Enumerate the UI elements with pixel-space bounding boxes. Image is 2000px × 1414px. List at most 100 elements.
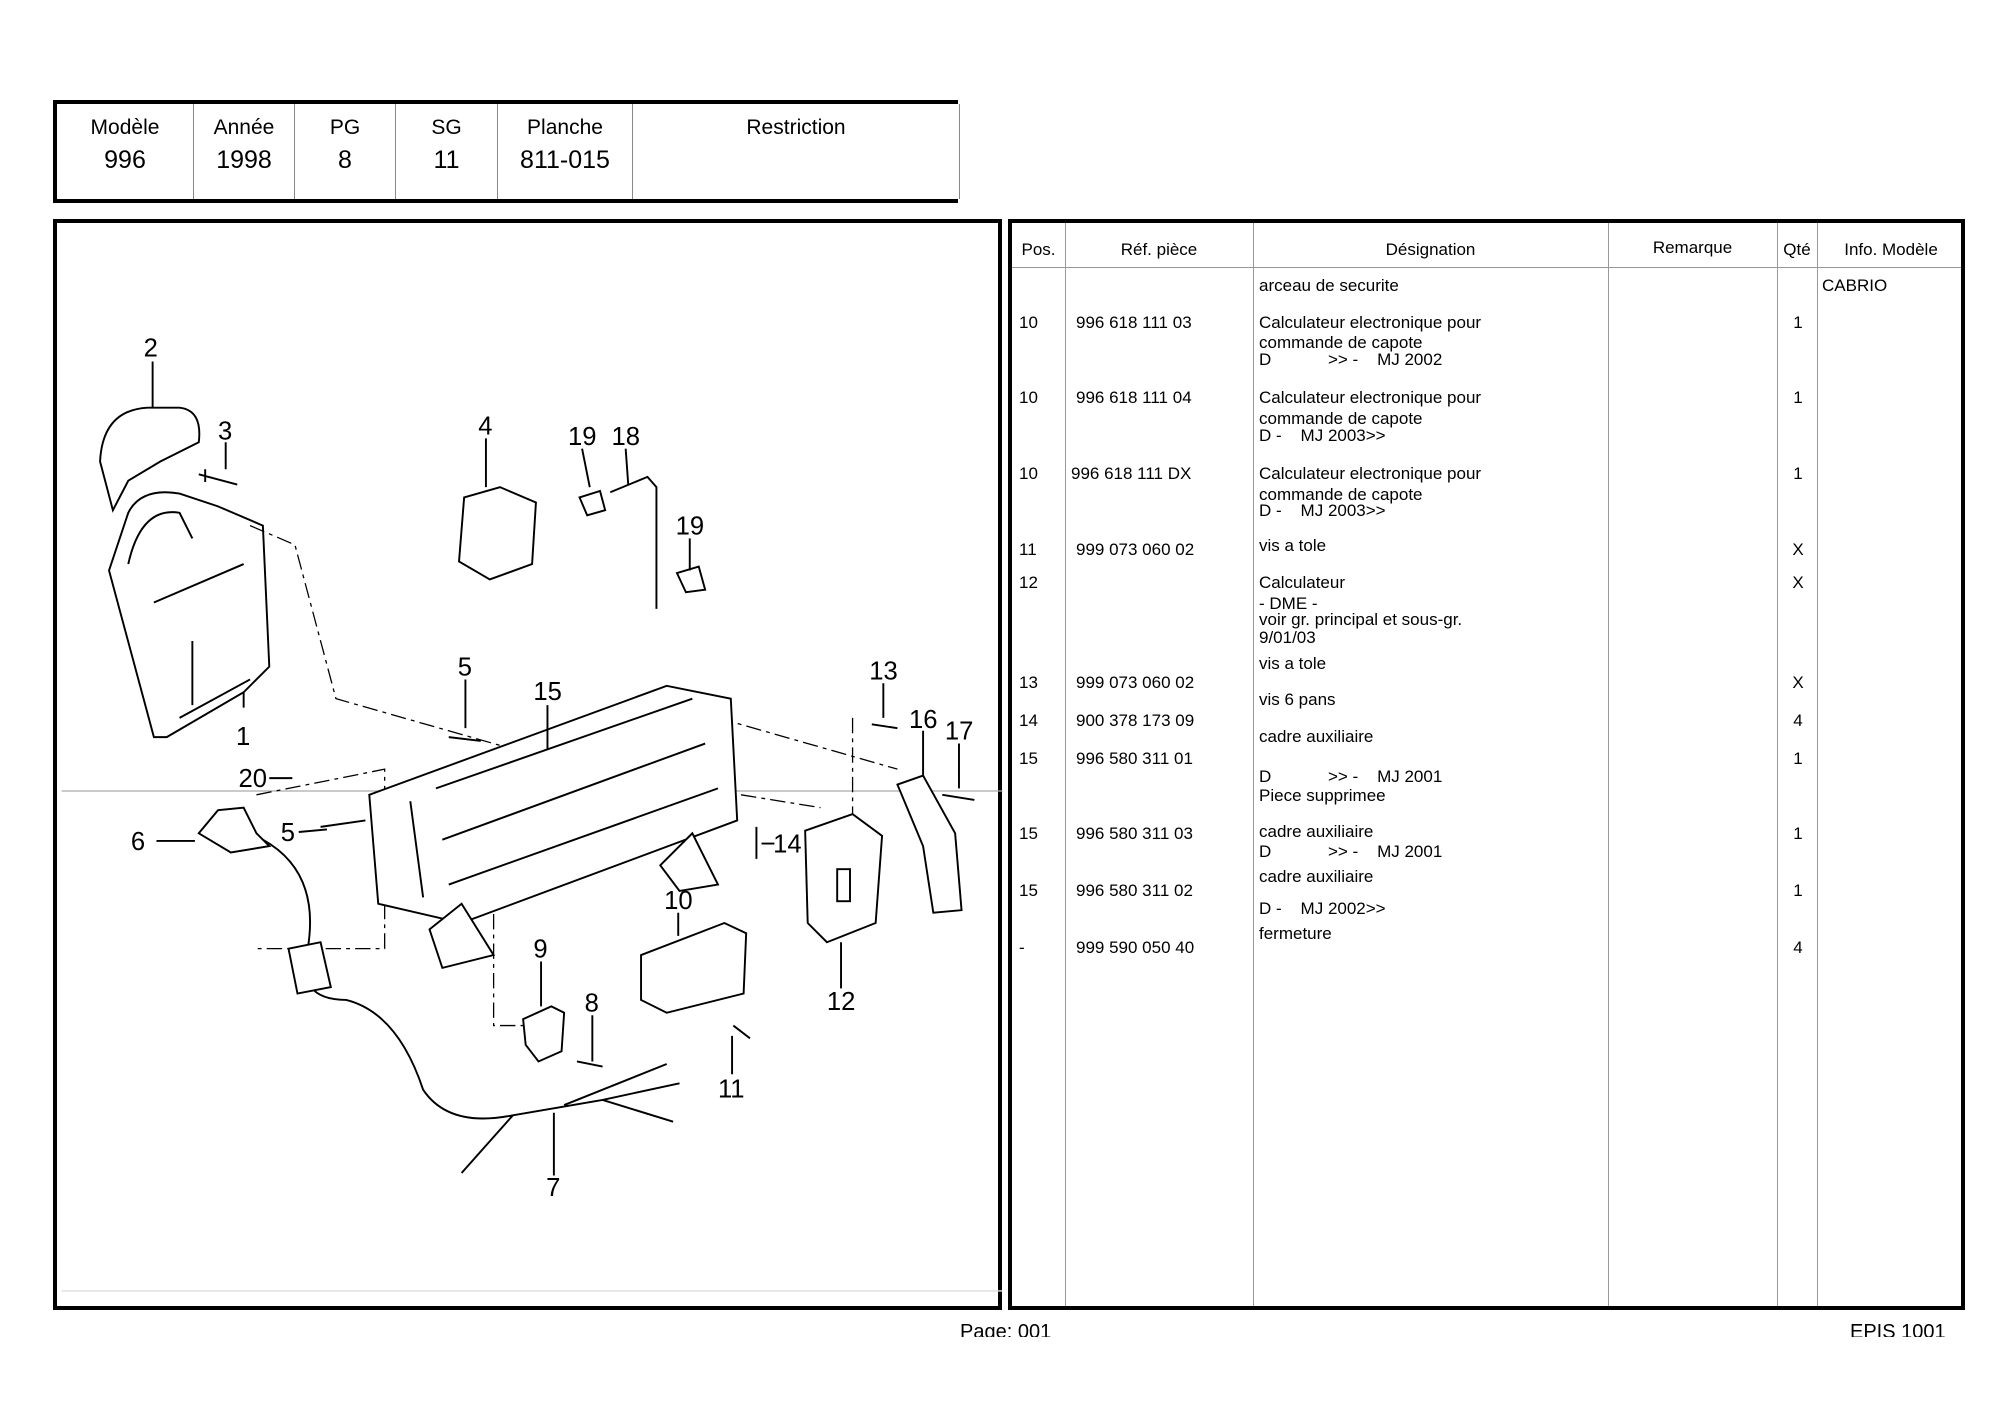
year-value: 1998: [216, 146, 272, 174]
callout-6: 6: [131, 828, 145, 856]
cell-ref: 996 618 111 03: [1076, 313, 1192, 332]
cell-designation-line: D - MJ 2003>>: [1259, 426, 1386, 445]
callout-1: 1: [236, 723, 250, 751]
cell-ref: 996 580 311 01: [1076, 749, 1193, 768]
callout-17: 17: [945, 718, 974, 746]
cell-designation-line: arceau de securite: [1259, 276, 1399, 295]
callout-5: 5: [458, 654, 472, 682]
parts-diagram-frame: [53, 219, 1002, 1310]
cell-pos: 14: [1019, 711, 1038, 730]
cell-qte: 1: [1793, 824, 1803, 843]
cell-pos: 12: [1019, 573, 1038, 592]
model-label: Modèle: [90, 116, 160, 139]
callout-20: 20: [239, 765, 268, 793]
header-sg: SG 11: [396, 104, 498, 199]
cell-designation-line: D - MJ 2003>>: [1259, 501, 1386, 520]
col-header-qte: Qté: [1783, 240, 1811, 259]
pg-value: 8: [338, 146, 352, 174]
header-year: Année 1998: [194, 104, 295, 199]
cell-qte: 1: [1793, 881, 1803, 900]
header-pg: PG 8: [295, 104, 396, 199]
cell-ref: 996 580 311 02: [1076, 881, 1193, 900]
col-header-remarque: Remarque: [1652, 238, 1733, 257]
planche-label: Planche: [527, 116, 603, 139]
cell-ref: 996 580 311 03: [1076, 824, 1193, 843]
cell-pos: 15: [1019, 749, 1038, 768]
cell-qte: X: [1792, 540, 1804, 559]
callout-3: 3: [218, 418, 232, 446]
cell-designation-line: commande de capote: [1259, 485, 1423, 504]
sg-label: SG: [431, 116, 462, 139]
pg-label: PG: [329, 116, 361, 139]
callout-10: 10: [664, 887, 693, 915]
cell-designation-line: cadre auxiliaire: [1259, 727, 1374, 746]
cell-pos: 13: [1019, 673, 1038, 692]
part-2-cover: [99, 406, 201, 513]
part-6-sensor: [197, 806, 272, 854]
callout-16: 16: [909, 706, 938, 734]
cell-designation-line: Calculateur: [1259, 573, 1345, 592]
header-planche: Planche 811-015: [498, 104, 633, 199]
cell-pos: 15: [1019, 881, 1038, 900]
cell-ref: 999 073 060 02: [1076, 673, 1195, 692]
footer-page: Page: 001: [960, 1322, 1052, 1337]
cell-info-model: CABRIO: [1822, 276, 1888, 295]
col-header-ref: Réf. pièce: [1120, 240, 1198, 259]
year-label: Année: [213, 116, 275, 139]
callout-12: 12: [827, 988, 856, 1016]
callout-5b: 5: [281, 819, 295, 847]
part-18-rod: [609, 475, 658, 609]
cell-designation-line: vis a tole: [1259, 654, 1327, 673]
cell-qte: 1: [1793, 749, 1803, 768]
cell-designation-line: 9/01/03: [1259, 628, 1316, 647]
restriction-label: Restriction: [746, 116, 846, 139]
callout-9: 9: [533, 936, 547, 964]
cell-designation-line: Piece supprimee: [1259, 786, 1386, 805]
cell-pos: 10: [1019, 464, 1038, 483]
part-3-screw: [198, 469, 238, 486]
cell-ref: 999 590 050 40: [1076, 938, 1195, 957]
cell-designation-line: Calculateur electronique pour: [1259, 388, 1482, 407]
cell-pos: 10: [1019, 388, 1038, 407]
cell-designation-line: D >> - MJ 2002: [1259, 350, 1443, 369]
callout-11: 11: [718, 1075, 745, 1103]
cell-designation-line: cadre auxiliaire: [1259, 867, 1374, 886]
part-19-clip-2: [675, 565, 707, 594]
cell-designation-line: fermeture: [1259, 924, 1332, 943]
part-4-actuator: [458, 486, 537, 581]
callout-19: 19: [568, 423, 597, 451]
cell-ref: 999 073 060 02: [1076, 540, 1195, 559]
callout-19b: 19: [676, 513, 705, 541]
part-7-wiring-harness: [262, 838, 680, 1174]
header-restriction: Restriction: [633, 104, 960, 199]
part-10-controller: [640, 921, 748, 1014]
cell-designation-line: voir gr. principal et sous-gr.: [1259, 610, 1463, 629]
cell-ref: 996 618 111 DX: [1071, 464, 1192, 483]
cell-qte: 1: [1793, 388, 1803, 407]
sg-value: 11: [433, 146, 460, 174]
cell-ref: 900 378 173 09: [1076, 711, 1195, 730]
part-9-bracket: [522, 1005, 566, 1063]
cell-qte: 4: [1793, 711, 1803, 730]
cell-designation-line: cadre auxiliaire: [1259, 822, 1374, 841]
parts-table: Pos. Réf. pièce Désignation Remarque Qté…: [1008, 219, 1965, 1310]
cell-designation-line: Calculateur electronique pour: [1259, 313, 1482, 332]
callout-2: 2: [144, 334, 158, 362]
cell-ref: 996 618 111 04: [1076, 388, 1192, 407]
planche-value: 811-015: [520, 146, 610, 174]
callout-15: 15: [533, 678, 562, 706]
col-header-info: Info. Modèle: [1844, 240, 1938, 259]
callout-14: 14: [773, 831, 802, 859]
col-header-pos: Pos.: [1021, 240, 1056, 259]
cell-pos: -: [1019, 938, 1025, 957]
model-value: 996: [104, 146, 146, 174]
cell-designation-line: vis 6 pans: [1259, 690, 1336, 709]
cell-qte: 4: [1793, 938, 1803, 957]
cell-qte: 1: [1793, 313, 1803, 332]
cell-designation-line: D >> - MJ 2001: [1259, 842, 1443, 861]
col-header-designation: Désignation: [1385, 240, 1476, 259]
part-12-dme-ecu: [804, 812, 884, 944]
cell-designation-line: D >> - MJ 2001: [1259, 767, 1443, 786]
callout-13: 13: [869, 657, 898, 685]
